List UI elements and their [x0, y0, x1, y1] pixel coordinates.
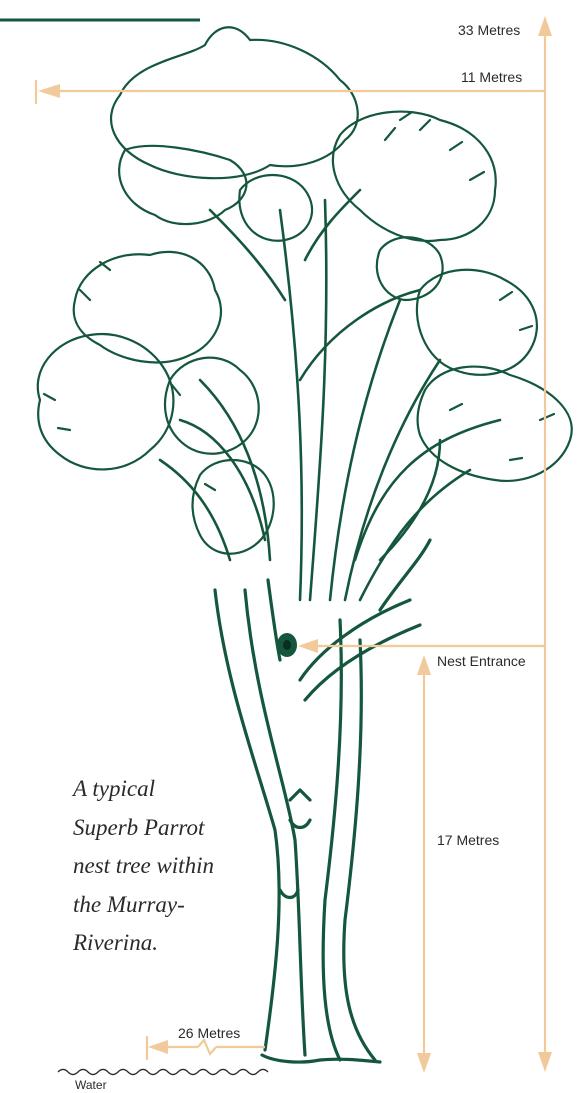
canopy-width-label: 11 Metres: [461, 69, 522, 85]
caption-line: nest tree within: [73, 847, 214, 886]
tree-trunk: [215, 540, 430, 1062]
caption-line: Superb Parrot: [73, 809, 214, 848]
nest-height-arrow: [417, 655, 431, 1073]
total-height-arrow: [538, 16, 552, 1072]
nest-entrance-label: Nest Entrance: [437, 653, 526, 669]
caption-line: the Murray-: [73, 886, 214, 925]
tree-canopy: [38, 27, 572, 553]
nest-height-label: 17 Metres: [437, 832, 499, 848]
water-distance-label: 26 Metres: [178, 1025, 240, 1041]
water-label: Water: [75, 1078, 107, 1092]
caption-line: A typical: [73, 770, 214, 809]
total-height-label: 33 Metres: [458, 22, 520, 38]
water-wave-line: [58, 1070, 268, 1075]
nest-hollow-icon: [278, 634, 296, 656]
diagram-caption: A typical Superb Parrot nest tree within…: [73, 770, 214, 963]
caption-line: Riverina.: [73, 924, 214, 963]
tree-branches: [160, 190, 500, 600]
